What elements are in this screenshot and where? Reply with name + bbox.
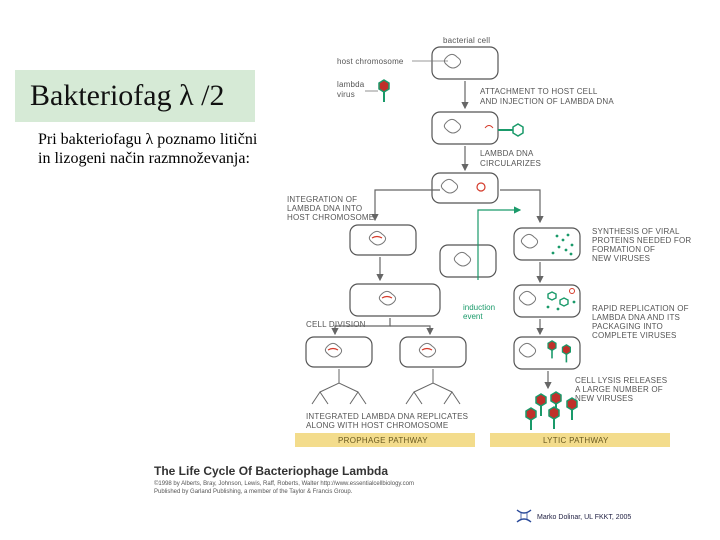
integrated-replicates-label-1: INTEGRATED LAMBDA DNA REPLICATES: [306, 412, 468, 421]
induction-label-1: induction: [463, 303, 495, 312]
released-viruses: [525, 391, 578, 431]
synthesis-label-2: PROTEINS NEEDED FOR: [592, 236, 691, 245]
footer-credit: Marko Dolinar, UL FKKT, 2005: [537, 513, 632, 521]
slide-title: Bakteriofag λ /2: [30, 79, 225, 112]
cell-circularized: [431, 172, 499, 204]
rapid-replication-label-1: RAPID REPLICATION OF: [592, 304, 689, 313]
prophage-pathway-band: [295, 433, 475, 447]
cell-division-label: CELL DIVISION: [306, 320, 366, 329]
cell-integrated-2: [349, 283, 441, 317]
slide-title-box: Bakteriofag λ /2: [15, 70, 255, 122]
footer: Marko Dolinar, UL FKKT, 2005: [515, 508, 631, 526]
replication-tree-lines: [311, 369, 461, 405]
cell-uninfected: [431, 46, 499, 80]
integrated-replicates-label-2: ALONG WITH HOST CHROMOSOME: [306, 421, 448, 430]
daughter-cell-right: [399, 336, 467, 368]
caption-title: The Life Cycle Of Bacteriophage Lambda: [154, 464, 389, 478]
cell-replication: [513, 284, 581, 318]
lambda-virus-label-1: lambda: [337, 80, 365, 89]
lambda-virus-icon: [378, 79, 390, 103]
slide-body-text: Pri bakteriofagu λ poznamo litični in li…: [38, 131, 258, 167]
caption-publisher: Published by Garland Publishing, a membe…: [154, 489, 353, 495]
synthesis-label-1: SYNTHESIS OF VIRAL: [592, 227, 680, 236]
integration-label-2: LAMBDA DNA INTO: [287, 204, 362, 213]
cell-lysis-label-1: CELL LYSIS RELEASES: [575, 376, 667, 385]
lytic-pathway-band: [490, 433, 670, 447]
integration-label-1: INTEGRATION OF: [287, 195, 357, 204]
circularizes-label-1: LAMBDA DNA: [480, 149, 534, 158]
cell-synthesis: [513, 227, 581, 261]
synthesis-label-4: NEW VIRUSES: [592, 254, 650, 263]
synthesis-label-3: FORMATION OF: [592, 245, 655, 254]
cell-induction: [439, 244, 497, 278]
attachment-label-2: AND INJECTION OF LAMBDA DNA: [480, 97, 614, 106]
caption-copyright: ©1998 by Alberts, Bray, Johnson, Lewis, …: [154, 481, 414, 487]
prophage-pathway-label: PROPHAGE PATHWAY: [338, 436, 428, 445]
integration-label-3: HOST CHROMOSOME: [287, 213, 374, 222]
dna-helix-icon: [515, 508, 533, 526]
attachment-label-1: ATTACHMENT TO HOST CELL: [480, 87, 598, 96]
cell-complete-viruses: [513, 336, 581, 370]
host-chromosome-label: host chromosome: [337, 57, 404, 66]
cell-injection: [431, 111, 524, 145]
rapid-replication-label-4: COMPLETE VIRUSES: [592, 331, 677, 340]
rapid-replication-label-2: LAMBDA DNA AND ITS: [592, 313, 680, 322]
cell-lysis-label-3: NEW VIRUSES: [575, 394, 633, 403]
lytic-pathway-label: LYTIC PATHWAY: [543, 436, 609, 445]
circularizes-label-2: CIRCULARIZES: [480, 159, 541, 168]
cell-lysis-label-2: A LARGE NUMBER OF: [575, 385, 663, 394]
induction-label-2: event: [463, 312, 483, 321]
lambda-virus-label-2: virus: [337, 90, 355, 99]
bacterial-cell-label: bacterial cell: [443, 36, 490, 45]
cell-integrated-1: [349, 224, 417, 256]
rapid-replication-label-3: PACKAGING INTO: [592, 322, 663, 331]
daughter-cell-left: [305, 336, 373, 368]
